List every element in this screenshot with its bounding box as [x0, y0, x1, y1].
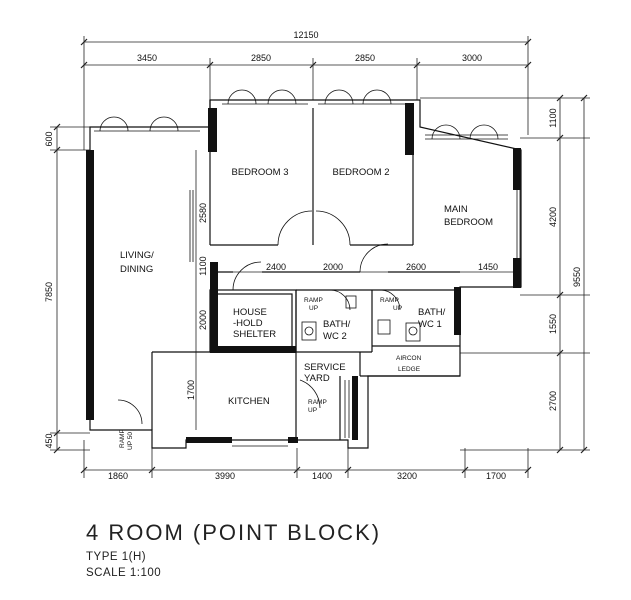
dim-right-2: 4200 [548, 207, 558, 227]
dim-inner-h-1: 2400 [266, 262, 286, 272]
dimension-lines [50, 36, 590, 478]
label-bath-2-2: WC 2 [323, 331, 347, 342]
label-main-bedroom-1: MAIN [444, 204, 468, 215]
label-bedroom-3: BEDROOM 3 [231, 167, 288, 178]
plan-scale: SCALE 1:100 [86, 567, 162, 579]
room-labels: BEDROOM 3 BEDROOM 2 MAIN BEDROOM LIVING/… [119, 167, 493, 450]
dim-right-1: 1100 [548, 108, 558, 127]
label-bath-1-1: BATH/ [418, 307, 446, 318]
dim-inner-v-3: 2000 [198, 310, 208, 330]
label-living-1: LIVING/ [120, 250, 154, 261]
dim-top-total: 12150 [293, 30, 318, 40]
label-bath-2-1: BATH/ [323, 319, 351, 330]
label-aircon-1: AIRCON [396, 355, 422, 362]
label-ramp-bath-2-up: UP [309, 305, 318, 312]
label-ramp-service: RAMP [308, 399, 327, 406]
label-ramp-service-up: UP [308, 407, 317, 414]
dim-bottom-3: 1400 [312, 471, 332, 481]
dim-top-1: 3450 [137, 53, 157, 63]
dim-inner-v-1: 2580 [198, 203, 208, 223]
dim-inner-h-2: 2000 [323, 262, 343, 272]
label-bedroom-2: BEDROOM 2 [332, 167, 389, 178]
dim-inner-v-4: 1700 [186, 380, 196, 400]
dimension-labels: 12150 3450 2850 2850 3000 1860 3990 1400… [44, 30, 582, 481]
dim-left-1: 600 [44, 131, 54, 146]
dim-top-2: 2850 [251, 53, 271, 63]
label-ramp-entry-up: UP 50 [127, 432, 134, 450]
label-service-1: SERVICE [304, 362, 346, 373]
label-living-2: DINING [120, 264, 153, 275]
label-shelter-3: SHELTER [233, 329, 276, 340]
dim-right-total: 9550 [572, 267, 582, 287]
dim-bottom-4: 3200 [397, 471, 417, 481]
dim-bottom-2: 3990 [215, 471, 235, 481]
plan-type: TYPE 1(H) [86, 551, 147, 563]
label-main-bedroom-2: BEDROOM [444, 217, 493, 228]
label-ramp-bath-1: RAMP [380, 297, 399, 304]
dim-top-4: 3000 [462, 53, 482, 63]
label-aircon-2: LEDGE [398, 366, 421, 373]
dim-inner-h-4: 1450 [478, 262, 498, 272]
dim-left-2: 7850 [44, 282, 54, 302]
dim-top-3: 2850 [355, 53, 375, 63]
dim-left-3: 450 [44, 433, 54, 448]
label-bath-1-2: WC 1 [418, 319, 442, 330]
label-shelter-1: HOUSE [233, 307, 267, 318]
label-shelter-2: -HOLD [233, 318, 263, 329]
dim-bottom-5: 1700 [486, 471, 506, 481]
dim-right-4: 2700 [548, 391, 558, 411]
plan-title: 4 ROOM (POINT BLOCK) [86, 520, 382, 545]
label-service-2: YARD [304, 373, 330, 384]
dim-inner-v-2: 1100 [198, 256, 208, 275]
dim-bottom-1: 1860 [108, 471, 128, 481]
label-ramp-bath-1-up: UP [393, 305, 402, 312]
dim-inner-h-3: 2600 [406, 262, 426, 272]
label-kitchen: KITCHEN [228, 396, 270, 407]
label-ramp-entry: RAMP [119, 429, 126, 448]
label-ramp-bath-2: RAMP [304, 297, 323, 304]
walls [86, 89, 522, 449]
dim-right-3: 1550 [548, 314, 558, 334]
